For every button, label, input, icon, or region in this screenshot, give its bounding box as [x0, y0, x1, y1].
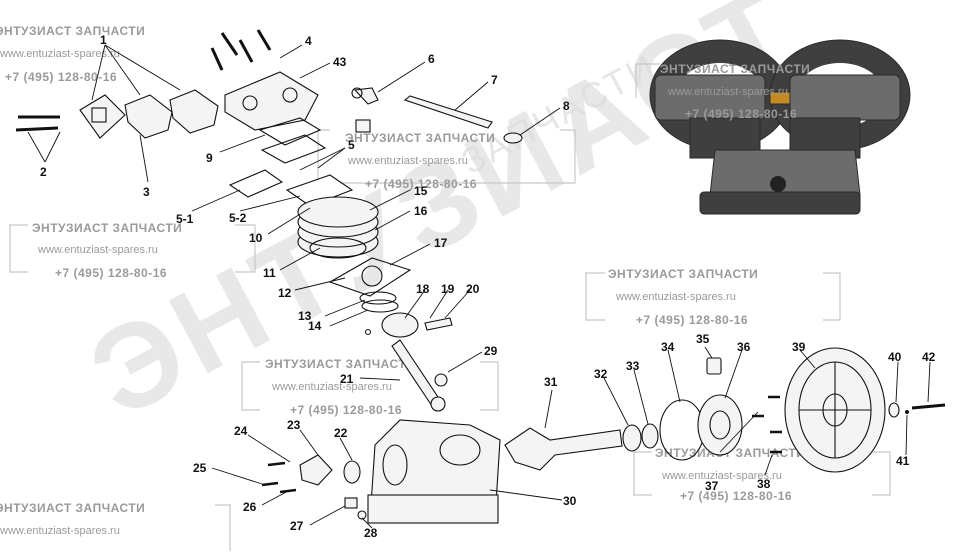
- watermark-box-3: ЭНТУЗИАСТ ЗАПЧАСТИ www.entuziast-spares.…: [317, 129, 576, 191]
- svg-text:www.entuziast-spares.ru: www.entuziast-spares.ru: [615, 291, 736, 303]
- part-label: 7: [491, 73, 498, 87]
- cylinder-head-top: [224, 71, 319, 131]
- part-label: 27: [290, 519, 304, 533]
- part-label: 41: [896, 454, 910, 468]
- svg-text:+7 (495) 128-80-16: +7 (495) 128-80-16: [685, 107, 797, 121]
- part-label: 20: [466, 282, 480, 296]
- part-label: 15: [414, 184, 428, 198]
- part-label: 40: [888, 350, 902, 364]
- part-label: 14: [308, 319, 322, 333]
- part-label: 9: [206, 151, 213, 165]
- part-label: 24: [234, 424, 248, 438]
- svg-text:+7 (495) 128-80-16: +7 (495) 128-80-16: [290, 403, 402, 417]
- part-label: 10: [249, 231, 263, 245]
- leader-lines: [27, 44, 931, 529]
- watermark-box-2: ЭНТУЗИАСТ ЗАПЧАСТИ www.entuziast-spares.…: [635, 62, 810, 121]
- svg-text:www.entuziast-spares.ru: www.entuziast-spares.ru: [0, 525, 120, 537]
- svg-text:www.entuziast-spares.ru: www.entuziast-spares.ru: [347, 155, 468, 167]
- watermark-box-5: ЭНТУЗИАСТ ЗАПЧАСТИ www.entuziast-spares.…: [585, 267, 841, 327]
- part-label: 16: [414, 204, 428, 218]
- svg-text:+7 (495) 128-80-16: +7 (495) 128-80-16: [55, 266, 167, 280]
- connecting-pipe: [403, 95, 493, 129]
- cylinder-head-left: [124, 94, 173, 139]
- part-label: 1: [100, 33, 107, 47]
- part-label: 8: [563, 99, 570, 113]
- elbow-fitting: [353, 87, 379, 105]
- svg-text:ЭНТУЗИАСТ ЗАПЧАСТИ: ЭНТУЗИАСТ ЗАПЧАСТИ: [345, 131, 495, 145]
- part-label: 35: [696, 332, 710, 346]
- svg-text:www.entuziast-spares.ru: www.entuziast-spares.ru: [271, 381, 392, 393]
- part-label: 19: [441, 282, 455, 296]
- part-label: 5-2: [229, 211, 247, 225]
- part-label: 42: [922, 350, 936, 364]
- svg-text:+7 (495) 128-80-16: +7 (495) 128-80-16: [680, 489, 792, 503]
- part-label: 25: [193, 461, 207, 475]
- parts-drawing: [15, 29, 946, 524]
- watermark-box-6: ЭНТУЗИАСТ ЗАПЧАСТИ www.entuziast-spares.…: [241, 357, 499, 417]
- svg-text:+7 (495) 128-80-16: +7 (495) 128-80-16: [5, 70, 117, 84]
- svg-text:www.entuziast-spares.ru: www.entuziast-spares.ru: [667, 86, 788, 98]
- svg-text:+7 (495) 128-80-16: +7 (495) 128-80-16: [365, 177, 477, 191]
- svg-text:www.entuziast-spares.ru: www.entuziast-spares.ru: [661, 470, 782, 482]
- part-label: 43: [333, 55, 347, 69]
- svg-text:www.entuziast-spares.ru: www.entuziast-spares.ru: [37, 244, 158, 256]
- part-label: 29: [484, 344, 498, 358]
- cylinder: [297, 196, 379, 259]
- svg-text:ЭНТУЗИАСТ ЗАПЧАСТИ: ЭНТУЗИАСТ ЗАПЧАСТИ: [608, 267, 758, 281]
- connecting-rod: [391, 339, 441, 407]
- part-label: 12: [278, 286, 292, 300]
- part-labels: 1 2 3 4 43 6 7 8 9 5 5-1 5-2 15 16 10 11…: [40, 33, 936, 540]
- svg-text:+7 (495) 128-80-16: +7 (495) 128-80-16: [636, 313, 748, 327]
- svg-text:ЭНТУЗИАСТ ЗАПЧАСТИ: ЭНТУЗИАСТ ЗАПЧАСТИ: [660, 62, 810, 76]
- part-label: 30: [563, 494, 577, 508]
- part-label: 39: [792, 340, 806, 354]
- svg-text:ЭНТУЗИАСТ ЗАПЧАСТИ: ЭНТУЗИАСТ ЗАПЧАСТИ: [32, 221, 182, 235]
- crankcase: [367, 419, 501, 524]
- watermark-box-1: ЭНТУЗИАСТ ЗАПЧАСТИ www.entuziast-spares.…: [0, 24, 145, 84]
- part-label: 5: [348, 138, 355, 152]
- part-label: 22: [334, 426, 348, 440]
- part-label: 13: [298, 309, 312, 323]
- part-label: 3: [143, 185, 150, 199]
- part-label: 28: [364, 526, 378, 540]
- part-label: 21: [340, 372, 354, 386]
- svg-text:ЭНТУЗИАСТ ЗАПЧАСТИ: ЭНТУЗИАСТ ЗАПЧАСТИ: [0, 501, 145, 515]
- head-bolts: [15, 29, 272, 132]
- part-label: 2: [40, 165, 47, 179]
- part-label: 33: [626, 359, 640, 373]
- svg-text:ЭНТУЗИАСТ ЗАПЧАСТИ: ЭНТУЗИАСТ ЗАПЧАСТИ: [0, 24, 145, 38]
- part-label: 38: [757, 477, 771, 491]
- part-label: 11: [263, 266, 276, 280]
- part-label: 31: [544, 375, 558, 389]
- part-label: 18: [416, 282, 430, 296]
- part-label: 4: [305, 34, 312, 48]
- watermark-box-4: ЭНТУЗИАСТ ЗАПЧАСТИ www.entuziast-spares.…: [9, 221, 256, 280]
- flywheel: [784, 347, 886, 473]
- crankshaft: [504, 427, 623, 471]
- watermark-box-8: ЭНТУЗИАСТ ЗАПЧАСТИ www.entuziast-spares.…: [0, 501, 231, 551]
- part-label: 36: [737, 340, 751, 354]
- svg-text:www.entuziast-spares.ru: www.entuziast-spares.ru: [0, 48, 120, 60]
- part-label: 17: [434, 236, 448, 250]
- compressor-photo: [649, 39, 911, 215]
- part-label: 32: [594, 367, 608, 381]
- part-label: 23: [287, 418, 301, 432]
- part-label: 34: [661, 340, 675, 354]
- part-label: 37: [705, 479, 719, 493]
- svg-text:ЭНТУЗИАСТ ЗАПЧАСТИ: ЭНТУЗИАСТ ЗАПЧАСТИ: [265, 357, 415, 371]
- part-label: 26: [243, 500, 257, 514]
- part-label: 5-1: [176, 212, 194, 226]
- part-label: 6: [428, 52, 435, 66]
